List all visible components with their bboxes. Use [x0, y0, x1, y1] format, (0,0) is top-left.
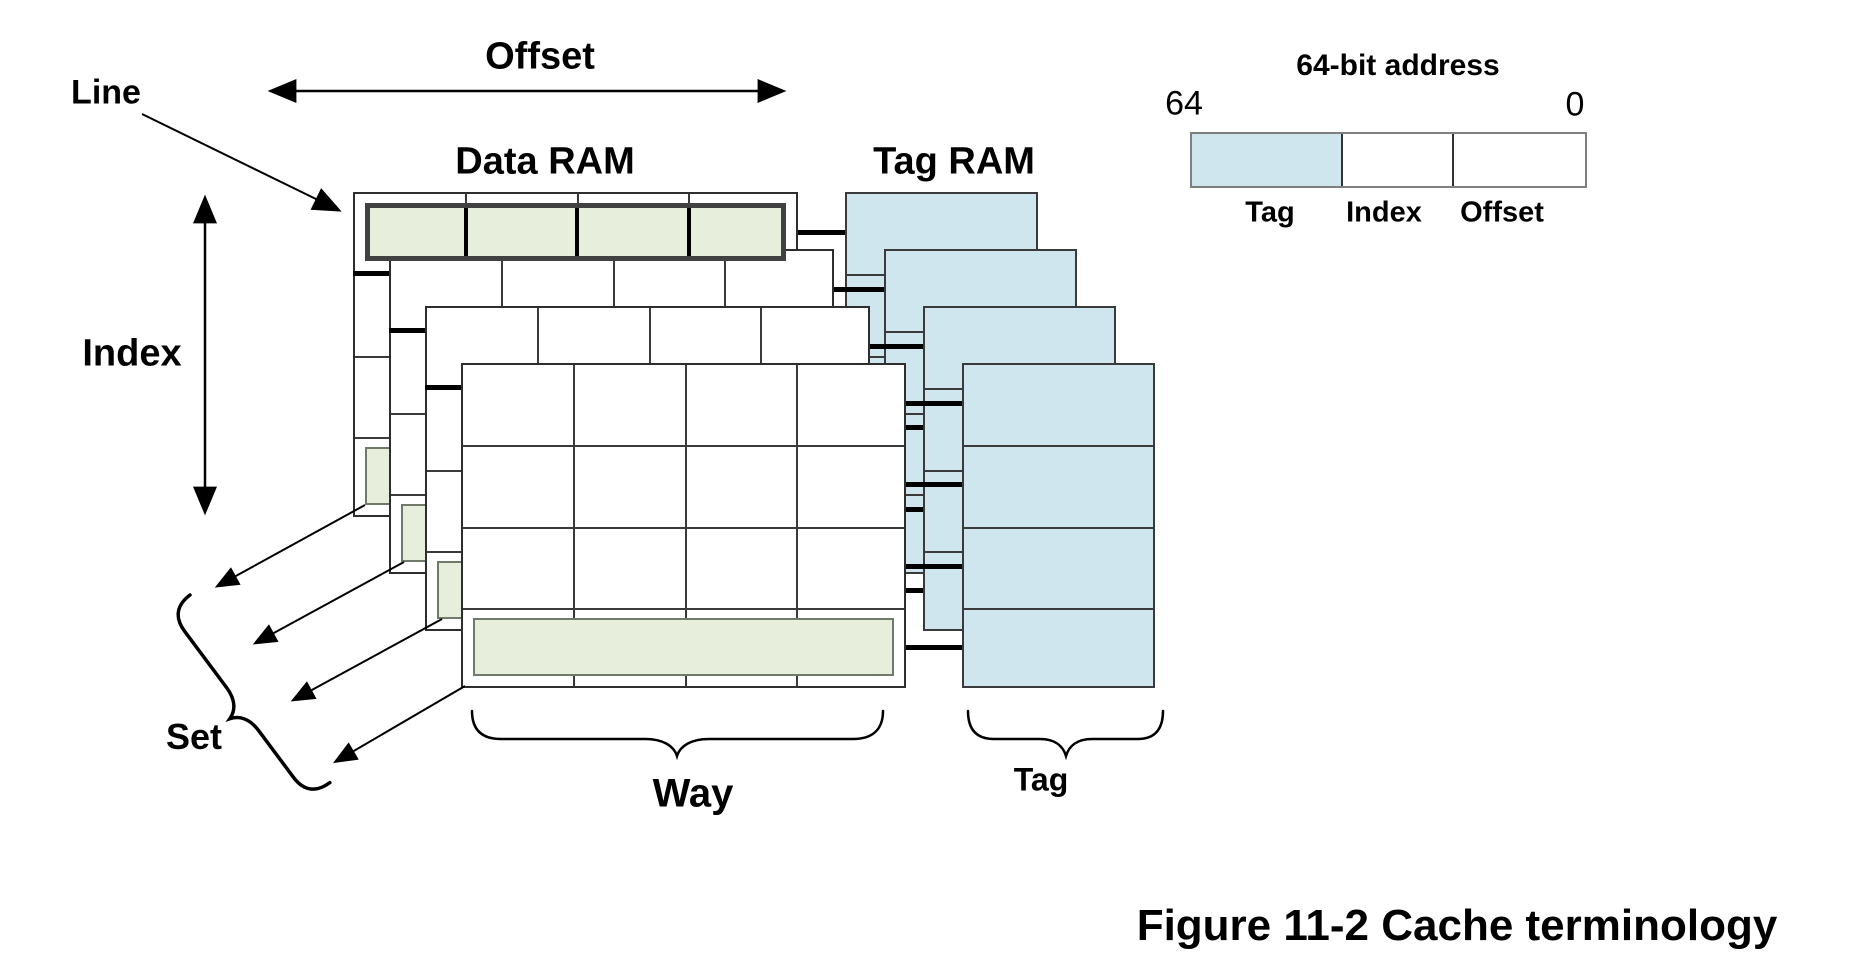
row-boundary-stub-way-2: [389, 328, 425, 333]
data-to-tag-connector: [906, 644, 962, 650]
address-tag-label: Tag: [1245, 196, 1295, 229]
line-row-divider: [575, 208, 579, 256]
address-offset-field: [1454, 134, 1585, 186]
line-label: Line: [71, 73, 141, 112]
line-row-divider: [687, 208, 691, 256]
address-index-label: Index: [1346, 196, 1422, 229]
set-brace: [176, 593, 332, 791]
address-offset-label: Offset: [1460, 196, 1544, 229]
address-title: 64-bit address: [1296, 49, 1500, 82]
set-arrow-way4: [333, 685, 466, 764]
data-to-tag-connector: [906, 482, 962, 488]
way-label: Way: [652, 771, 734, 816]
set-highlight-row-way-4: [473, 618, 894, 676]
way-row-divider: [463, 526, 904, 529]
way-row-divider: [463, 607, 904, 610]
tag-row-divider: [964, 526, 1153, 529]
row-boundary-stub-way-1: [353, 271, 389, 276]
data-to-tag-connector: [906, 563, 962, 569]
address-low-bit: 0: [1565, 85, 1585, 124]
set-label: Set: [165, 716, 223, 757]
address-high-bit: 64: [1165, 84, 1203, 123]
tag-row-divider: [964, 607, 1153, 610]
line-pointer-arrow: [141, 113, 342, 212]
row-boundary-stub-way-3: [425, 385, 461, 390]
line-row-divider: [464, 208, 468, 256]
line-highlight-row: [365, 203, 786, 261]
tag-brace: [966, 709, 1165, 761]
data-to-tag-connector: [870, 344, 923, 349]
data-to-tag-connector: [906, 401, 962, 406]
set-arrow-way1: [214, 504, 366, 588]
data-to-tag-connector: [834, 287, 884, 292]
data-ram-label: Data RAM: [455, 140, 635, 183]
tag-ram-label: Tag RAM: [873, 140, 1035, 183]
way-column-divider: [573, 365, 576, 686]
tag-ram-slab-4: [962, 363, 1155, 688]
way-brace: [470, 709, 885, 761]
offset-dimension-label: Offset: [485, 35, 595, 78]
tag-row-divider: [964, 445, 1153, 448]
way-column-divider: [795, 365, 798, 686]
tag-brace-label: Tag: [1013, 761, 1069, 798]
set-arrow-way2: [252, 561, 405, 645]
address-box: [1190, 132, 1587, 188]
address-tag-field: [1192, 134, 1343, 186]
data-to-tag-connector: [798, 230, 845, 235]
set-arrow-way3: [290, 618, 443, 702]
index-dimension-label: Index: [82, 332, 182, 375]
way-row-divider: [463, 445, 904, 448]
figure-caption: Figure 11-2 Cache terminology: [1136, 901, 1778, 950]
address-index-field: [1343, 134, 1454, 186]
way-column-divider: [684, 365, 687, 686]
